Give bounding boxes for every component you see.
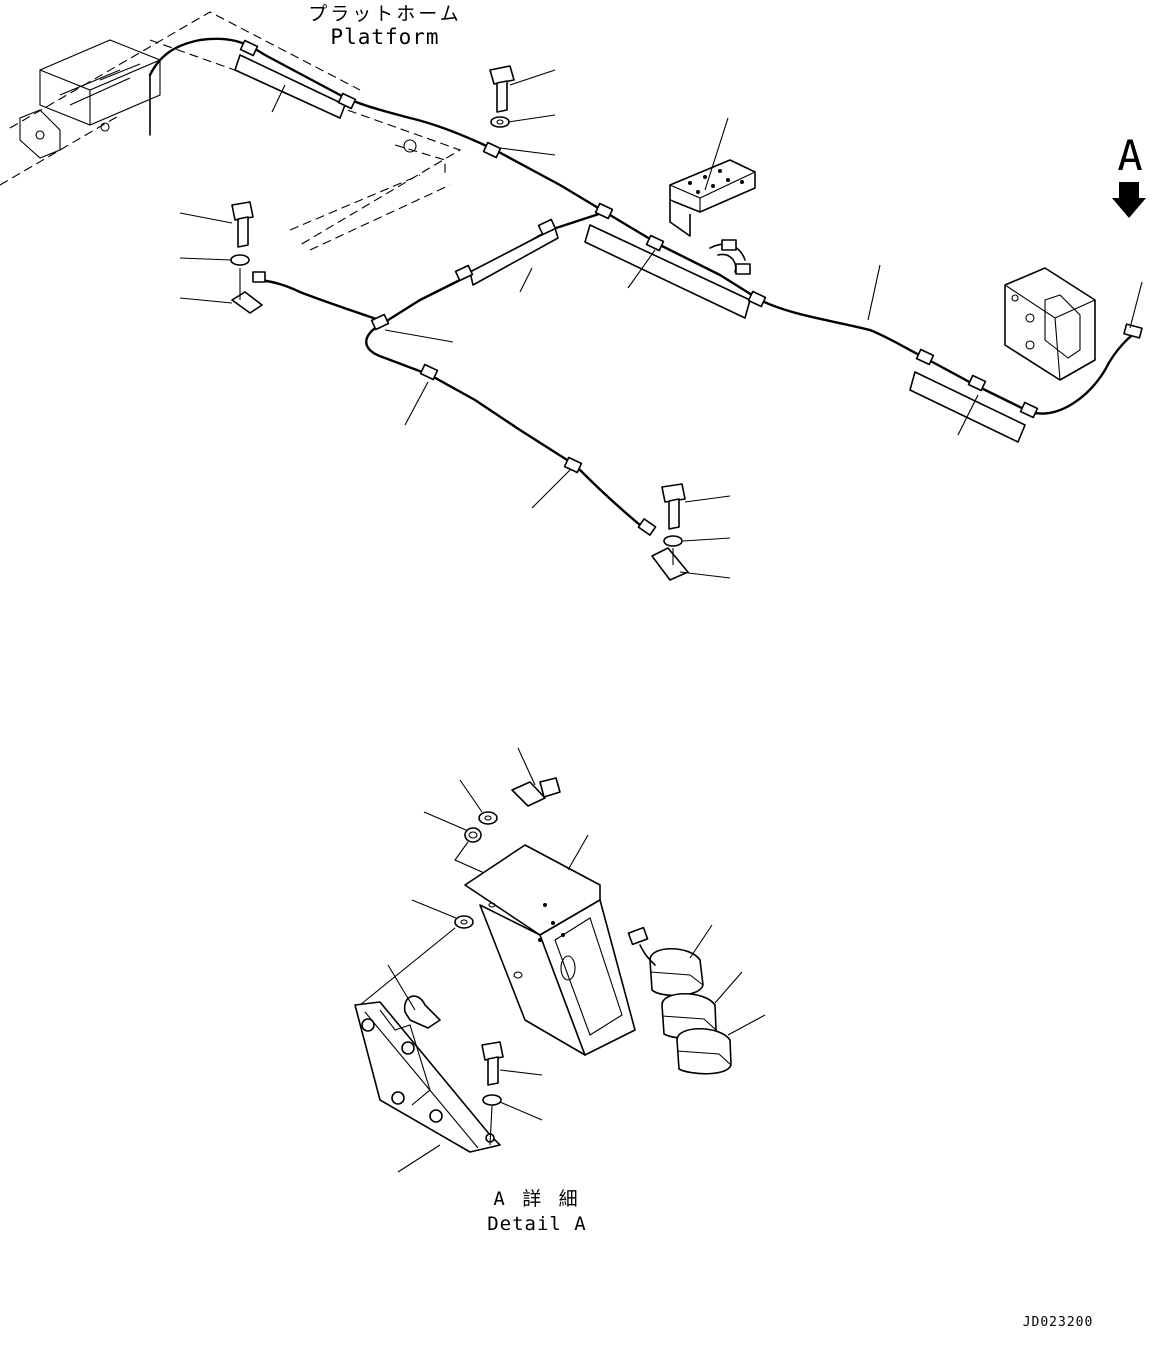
bolt-set-bottom — [651, 483, 689, 581]
lamp-housing-top — [1004, 267, 1096, 381]
drawing-number: JD023200 — [1023, 1315, 1094, 1330]
bolt-set-top — [489, 65, 515, 128]
detail-a-label-jp: A 詳 細 — [493, 1188, 580, 1210]
leader-lines-bottom — [387, 747, 766, 1173]
platform-label-jp: プラットホーム — [308, 3, 461, 25]
platform-label-en: Platform — [330, 25, 439, 49]
leader-lines-top — [179, 69, 1143, 579]
view-a-letter: A — [1117, 131, 1142, 180]
down-arrow-icon — [1112, 182, 1146, 218]
bolt-set-left — [230, 201, 263, 314]
platform-background — [0, 11, 462, 251]
detail-a-label-en: Detail A — [487, 1213, 587, 1235]
relay-bracket — [669, 159, 756, 275]
detail-a-assembly — [354, 777, 732, 1153]
main-harness — [148, 37, 1143, 536]
